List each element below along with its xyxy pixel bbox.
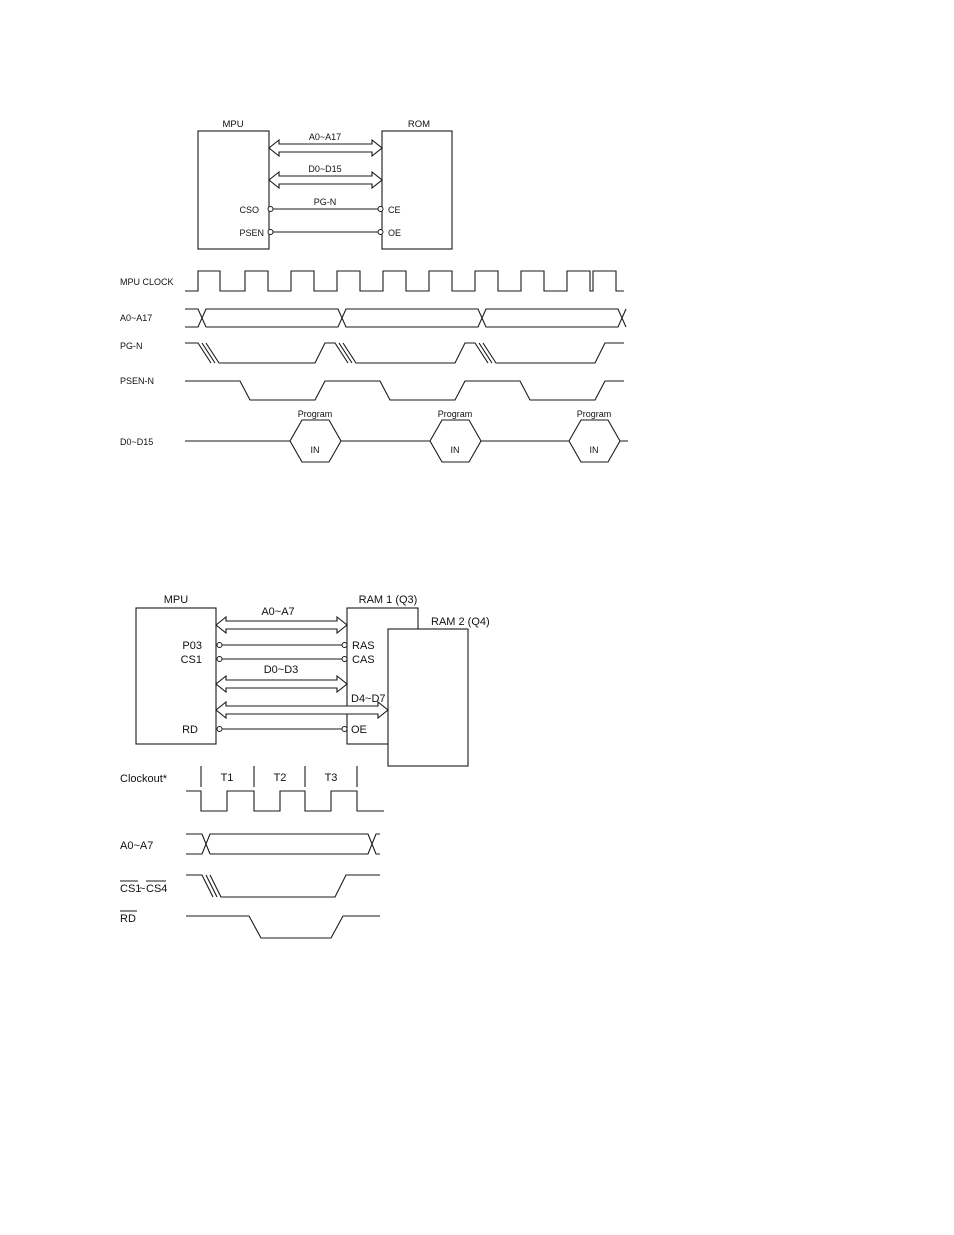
address-bus-label-2: A0~A7 bbox=[261, 606, 294, 618]
ram2-box bbox=[388, 629, 468, 766]
cas-pin-label: CAS bbox=[352, 654, 375, 666]
t1-label: T1 bbox=[221, 772, 234, 784]
ce-pin-bubble bbox=[378, 207, 383, 212]
rd-pin-label: RD bbox=[182, 724, 198, 736]
data-low-bus-label: D0~D3 bbox=[264, 664, 299, 676]
p03-pin-bubble bbox=[217, 643, 222, 648]
p03-pin-label: P03 bbox=[182, 640, 202, 652]
in-label-2: IN bbox=[451, 445, 460, 455]
oe-pin-label: OE bbox=[388, 228, 401, 238]
mpu-box-2 bbox=[136, 608, 216, 744]
mpu-label-2: MPU bbox=[164, 594, 189, 606]
mpu-label: MPU bbox=[222, 119, 243, 130]
data-bus-label: D0~D15 bbox=[308, 164, 341, 174]
rom-label: ROM bbox=[408, 119, 430, 130]
rom-read-timing: MPU CLOCK A0~A17 PG-N PSEN-N D0~D15 Prog… bbox=[120, 271, 628, 462]
cs-timing-waveform bbox=[186, 875, 380, 897]
data-high-bus-label: D4~D7 bbox=[351, 693, 386, 705]
cs-timing-label-cs4: CS4 bbox=[146, 883, 167, 895]
cso-pin-label: CSO bbox=[239, 205, 259, 215]
rd-timing-label: RD bbox=[120, 913, 136, 925]
ce-pin-label: CE bbox=[388, 205, 401, 215]
program-label-2: Program bbox=[438, 409, 473, 419]
data-timing-label: D0~D15 bbox=[120, 437, 153, 447]
clockout-waveform bbox=[186, 791, 384, 811]
cs1-pin-label: CS1 bbox=[181, 654, 202, 666]
mpu-clock-waveform bbox=[185, 271, 624, 291]
data-low-bus-arrow bbox=[216, 676, 347, 692]
mpu-rom-block-diagram: MPU ROM A0~A17 D0~D15 PG-N CSO PSEN CE O… bbox=[198, 119, 452, 249]
program-label-1: Program bbox=[298, 409, 333, 419]
address-timing-waveform bbox=[185, 309, 626, 327]
address-bus-label: A0~A17 bbox=[309, 132, 341, 142]
address-timing-waveform-2 bbox=[186, 834, 380, 854]
program-in-hexagon-3 bbox=[569, 420, 620, 462]
t3-label: T3 bbox=[325, 772, 338, 784]
address-timing-label: A0~A17 bbox=[120, 313, 152, 323]
cso-pin-bubble bbox=[268, 207, 273, 212]
ram2-label: RAM 2 (Q4) bbox=[431, 616, 490, 628]
oe-pin-bubble-2 bbox=[342, 727, 347, 732]
rd-timing-waveform bbox=[186, 916, 380, 938]
mpu-clock-label: MPU CLOCK bbox=[120, 277, 174, 287]
cs-timing-label-sep: ~ bbox=[139, 883, 145, 895]
address-bus-arrow-2 bbox=[216, 617, 347, 633]
psen-n-timing-label: PSEN-N bbox=[120, 376, 154, 386]
ras-pin-bubble bbox=[342, 643, 347, 648]
ram-read-timing: Clockout* T1 T2 T3 A0~A7 CS1 ~ CS4 RD bbox=[120, 766, 384, 938]
program-label-3: Program bbox=[577, 409, 612, 419]
pgn-timing-waveform bbox=[185, 343, 624, 363]
t2-label: T2 bbox=[274, 772, 287, 784]
clockout-label: Clockout* bbox=[120, 773, 168, 785]
program-in-hexagon-1 bbox=[290, 420, 341, 462]
ram1-label: RAM 1 (Q3) bbox=[359, 594, 418, 606]
oe-pin-label-2: OE bbox=[351, 724, 367, 736]
psen-pin-label: PSEN bbox=[239, 228, 264, 238]
cs1-pin-bubble bbox=[217, 657, 222, 662]
data-bus-arrow bbox=[269, 172, 382, 188]
ras-pin-label: RAS bbox=[352, 640, 375, 652]
pgn-timing-label: PG-N bbox=[120, 341, 143, 351]
address-bus-arrow bbox=[269, 140, 382, 156]
program-in-hexagon-2 bbox=[430, 420, 481, 462]
address-timing-label-2: A0~A7 bbox=[120, 840, 153, 852]
psen-pin-bubble bbox=[268, 230, 273, 235]
pgn-line-label: PG-N bbox=[314, 197, 337, 207]
rd-pin-bubble bbox=[217, 727, 222, 732]
psen-n-timing-waveform bbox=[185, 381, 624, 400]
in-label-1: IN bbox=[311, 445, 320, 455]
mpu-ram-block-diagram: MPU RAM 1 (Q3) RAM 2 (Q4) A0~A7 D0~D3 D4… bbox=[136, 594, 490, 766]
oe-pin-bubble bbox=[378, 230, 383, 235]
in-label-3: IN bbox=[590, 445, 599, 455]
cas-pin-bubble bbox=[342, 657, 347, 662]
